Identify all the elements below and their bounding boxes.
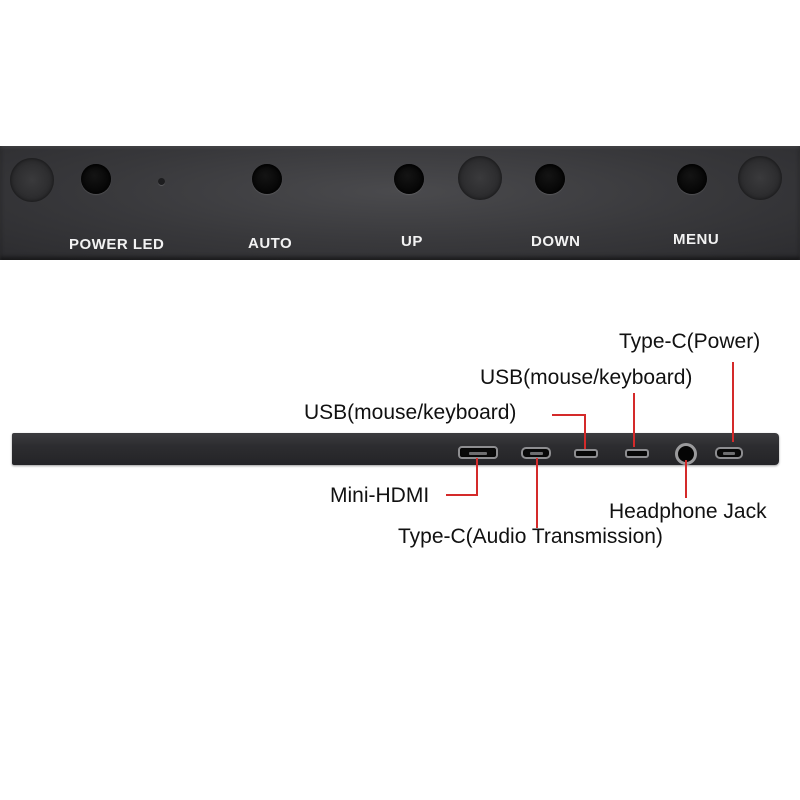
led-indicator (158, 178, 165, 185)
menu-label: MENU (673, 231, 720, 248)
left-speaker-grille (10, 158, 54, 202)
mini-hdmi-callout-line-h (446, 494, 478, 496)
usb-upper-callout-line (633, 393, 635, 447)
mini-hdmi-port (458, 446, 498, 459)
power-button[interactable] (81, 164, 111, 194)
auto-button[interactable] (252, 164, 282, 194)
right-speaker-grille (738, 156, 782, 200)
auto-label: AUTO (248, 235, 293, 252)
up-label: UP (401, 233, 423, 250)
type-c-audio-label: Type-C(Audio Transmission) (398, 525, 663, 548)
type-c-power-callout-line (732, 362, 734, 442)
headphone-jack-callout-line (685, 460, 687, 498)
type-c-power-label: Type-C(Power) (619, 330, 761, 353)
power-led-label: POWER LED (69, 236, 165, 253)
down-label: DOWN (531, 233, 581, 250)
up-button[interactable] (394, 164, 424, 194)
mini-hdmi-label: Mini-HDMI (330, 484, 430, 507)
type-c-power-port (715, 447, 743, 459)
menu-button[interactable] (677, 164, 707, 194)
usb-lower-callout-line-v (584, 414, 586, 449)
monitor-side-profile (12, 433, 779, 465)
usb-upper-label: USB(mouse/keyboard) (480, 366, 693, 389)
usb-lower-label: USB(mouse/keyboard) (304, 401, 517, 424)
mini-hdmi-callout-line-v (476, 458, 478, 496)
down-button[interactable] (535, 164, 565, 194)
headphone-jack-label: Headphone Jack (609, 500, 767, 523)
usb-port-lower (574, 449, 598, 458)
center-speaker-grille (458, 156, 502, 200)
control-panel: POWER LED AUTO UP DOWN MENU (0, 146, 800, 260)
type-c-audio-callout-line (536, 458, 538, 528)
usb-lower-callout-line-h (552, 414, 586, 416)
usb-port-upper (625, 449, 649, 458)
